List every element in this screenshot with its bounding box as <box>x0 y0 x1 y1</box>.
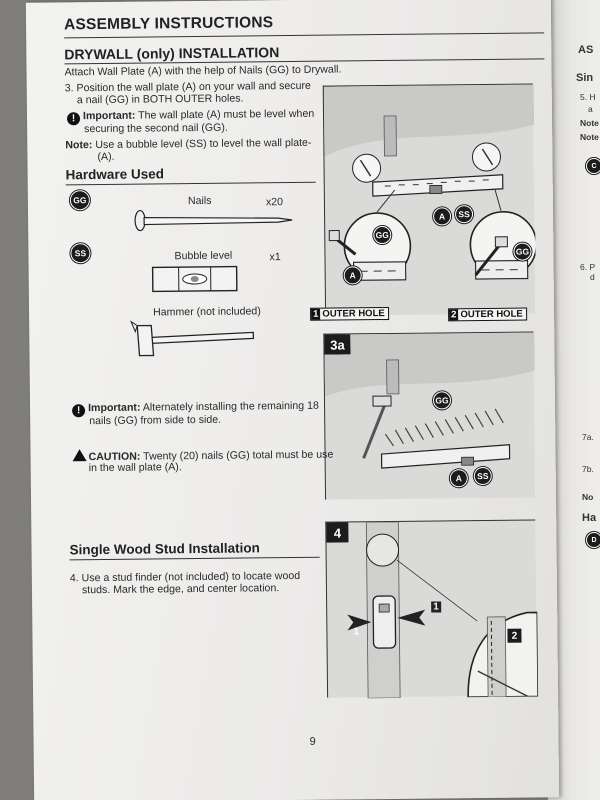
callout-2: 2 <box>507 628 522 643</box>
right-page-fragment: d <box>590 272 595 282</box>
right-page-fragment: Note <box>580 118 599 128</box>
hammer-illustration <box>130 320 255 357</box>
bubble-level-label: Bubble level <box>174 249 233 263</box>
step3-line2: a nail (GG) in BOTH OUTER holes. <box>76 92 244 107</box>
right-page-fragment: 5. H <box>580 92 596 102</box>
important-line2: securing the second nail (GG). <box>84 121 228 136</box>
figure-3: 3 <box>322 83 537 316</box>
right-page-fragment: Sin <box>576 72 594 84</box>
instruction-page: ASSEMBLY INSTRUCTIONS DRYWALL (only) INS… <box>25 0 560 800</box>
exclamation-icon: ! <box>66 112 81 126</box>
right-page-fragment: a <box>588 104 593 114</box>
right-page-fragment: 7b. <box>582 464 594 474</box>
hammer-label: Hammer (not included) <box>153 305 261 319</box>
arrow-label-left: 1 <box>353 626 360 638</box>
figure-4: 4 1 1 2 <box>325 519 539 699</box>
note-line1: Use a bubble level (SS) to level the wal… <box>95 136 312 152</box>
figure-3a: 3a GG A SS <box>323 331 536 500</box>
note-block: Note: Use a bubble level (SS) to level t… <box>65 137 311 152</box>
badge-gg: GG <box>432 391 452 410</box>
nail-illustration <box>134 209 293 232</box>
nails-installation-drawing <box>324 332 535 469</box>
warning-triangle-icon <box>72 449 87 462</box>
nails-label: Nails <box>187 194 212 208</box>
badge-ss: SS <box>70 243 91 264</box>
important-line2: nails (GG) from side to side. <box>89 413 222 428</box>
outer-hole-number: 1 <box>311 308 321 320</box>
right-page-fragment: No <box>582 492 594 502</box>
stud-heading: Single Wood Stud Installation <box>69 540 260 558</box>
right-page-fragment: 7a. <box>582 432 594 442</box>
outer-hole-text: OUTER HOLE <box>460 308 523 321</box>
bubble-level-illustration <box>151 265 238 293</box>
step4-line2: studs. Mark the edge, and center locatio… <box>81 582 280 597</box>
arrow-label-right: 1 <box>431 601 441 613</box>
wall-plate-drywall-drawing <box>323 84 537 281</box>
outer-hole-text: OUTER HOLE <box>322 308 385 320</box>
badge-c: C <box>586 158 600 174</box>
badge-a: A <box>449 469 468 488</box>
exclamation-icon: ! <box>72 404 86 418</box>
badge-gg: GG <box>373 225 392 245</box>
right-page-fragment: AS <box>578 44 594 56</box>
page-title: ASSEMBLY INSTRUCTIONS <box>63 14 274 34</box>
drywall-heading: DRYWALL (only) INSTALLATION <box>64 44 280 63</box>
hardware-heading: Hardware Used <box>65 166 164 183</box>
drywall-intro: Attach Wall Plate (A) with the help of N… <box>64 63 342 79</box>
badge-a: A <box>432 207 452 226</box>
note-line2: (A). <box>97 150 115 164</box>
outer-hole-number: 2 <box>449 309 459 321</box>
badge-ss: SS <box>454 205 474 224</box>
important-line1: Alternately installing the remaining 18 <box>142 399 319 414</box>
right-page-fragment: 6. P <box>580 262 596 272</box>
bubble-level-qty: x1 <box>269 251 281 264</box>
stud-rule <box>69 556 320 561</box>
important-label: Important: <box>82 109 136 123</box>
hardware-rule <box>65 181 316 186</box>
right-page-fragment: Ha <box>582 512 597 524</box>
badge-gg: GG <box>513 242 532 261</box>
note-label: Note: <box>65 139 93 152</box>
caution-line2: in the wall plate (A). <box>88 461 182 475</box>
badge-ss: SS <box>473 466 492 486</box>
important-label: Important: <box>88 401 141 415</box>
badge-a: A <box>343 266 362 285</box>
badge-gg: GG <box>69 190 91 211</box>
important-line1: The wall plate (A) must be level when <box>138 107 315 122</box>
badge-d: D <box>586 532 600 548</box>
page-number: 9 <box>309 735 316 748</box>
right-page-fragment: Note <box>580 132 599 142</box>
